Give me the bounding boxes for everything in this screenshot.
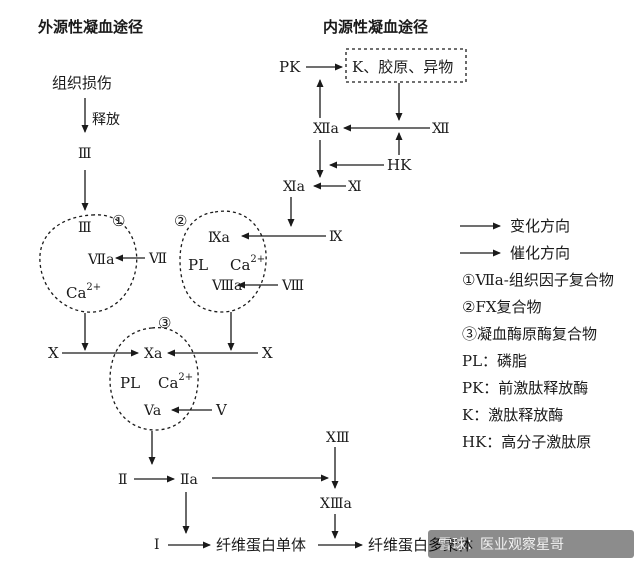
- calcium-3-label: Ca2+: [158, 372, 193, 392]
- factor-x-right-label: X: [262, 344, 273, 362]
- pl-2-label: PL: [188, 256, 208, 274]
- legend-k: K：激肽释放酶: [462, 406, 563, 424]
- calcium-1-label: Ca2+: [66, 282, 101, 302]
- complex-1-marker: ①: [112, 212, 125, 230]
- factor-11-label: Ⅺ: [348, 179, 362, 195]
- calcium-2-symbol: Ca: [230, 256, 250, 274]
- legend-hk: HK：高分子激肽原: [462, 433, 591, 451]
- factor-9-label: Ⅸ: [329, 229, 343, 245]
- calcium-2-charge: 2+: [250, 254, 265, 265]
- factor-9a-label: Ⅸa: [208, 230, 230, 246]
- factor-13-label: ⅩⅢ: [326, 430, 349, 446]
- factor-x-left-label: X: [48, 344, 59, 362]
- hk-label: HK: [387, 156, 412, 174]
- factor-xa-label: Xa: [144, 346, 162, 362]
- factor-8-label: Ⅷ: [281, 278, 304, 294]
- fibrin-monomer-label: 纤维蛋白单体: [216, 536, 306, 554]
- k-collagen-label: K、胶原、异物: [352, 58, 453, 76]
- factor-7-label: Ⅶ: [148, 251, 167, 267]
- factor-7a-label: Ⅶa: [87, 252, 114, 268]
- factor-3-label: Ⅲ: [78, 146, 92, 162]
- calcium-3-charge: 2+: [178, 372, 193, 383]
- release-label: 释放: [92, 112, 120, 128]
- legend-complex-3: ③凝血酶原酶复合物: [462, 325, 597, 343]
- extrinsic-title: 外源性凝血途径: [37, 18, 143, 36]
- k-collagen-box: [345, 48, 467, 83]
- complex-2-marker: ②: [174, 212, 187, 230]
- complex-3-marker: ③: [158, 314, 171, 332]
- factor-va-label: Va: [143, 403, 161, 419]
- legend-change-label: 变化方向: [510, 217, 570, 235]
- factor-12-label: Ⅻ: [432, 121, 450, 137]
- complex-3-boundary: [109, 327, 199, 431]
- calcium-2-label: Ca2+: [230, 254, 265, 274]
- watermark-backdrop: [428, 530, 634, 558]
- tissue-injury-label: 组织损伤: [52, 74, 112, 92]
- pl-3-label: PL: [120, 374, 140, 392]
- factor-2-label: Ⅱ: [118, 472, 128, 488]
- fibrin-polymer-label: 纤维蛋白多聚体: [368, 536, 473, 554]
- factor-8a-label: Ⅷa: [211, 278, 242, 294]
- factor-11a-label: Ⅺa: [283, 179, 305, 195]
- legend-pk: PK：前激肽释放酶: [462, 379, 588, 397]
- complex-2-boundary: [179, 210, 267, 313]
- watermark-text: 雪球：医业观察星哥: [438, 536, 564, 553]
- calcium-1-symbol: Ca: [66, 284, 86, 302]
- legend-catalysis-label: 催化方向: [510, 244, 570, 262]
- legend-complex-2: ②FⅩ复合物: [462, 298, 542, 316]
- factor-1-label: Ⅰ: [154, 537, 160, 553]
- complex-1-boundary: [39, 214, 138, 313]
- calcium-1-charge: 2+: [86, 282, 101, 293]
- calcium-3-symbol: Ca: [158, 374, 178, 392]
- complex-1-factor-3: Ⅲ: [78, 220, 92, 236]
- legend-complex-1: ①Ⅶa-组织因子复合物: [462, 271, 614, 289]
- factor-v-label: V: [215, 401, 228, 419]
- pk-label: PK: [279, 58, 301, 76]
- intrinsic-title: 内源性凝血途径: [323, 18, 428, 36]
- legend-pl: PL：磷脂: [462, 352, 527, 370]
- factor-13a-label: ⅩⅢa: [320, 496, 352, 512]
- factor-2a-label: Ⅱa: [180, 472, 198, 488]
- factor-12a-label: Ⅻa: [313, 121, 339, 137]
